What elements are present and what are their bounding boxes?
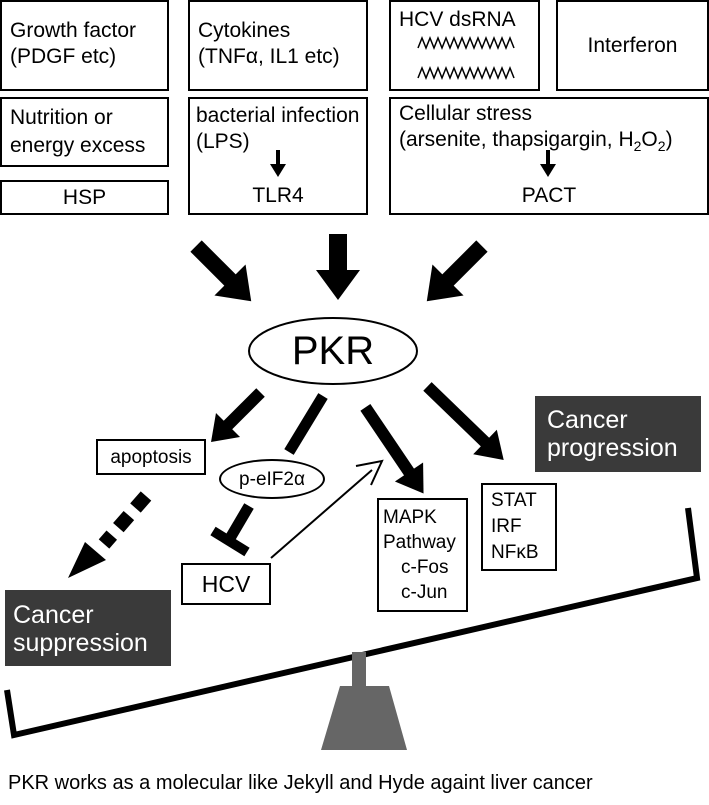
lps-label: (LPS) <box>196 130 250 153</box>
stress-to-pact-arrowhead <box>540 164 556 177</box>
pkr-to-stat-arrow <box>423 382 504 461</box>
cytokines-box: Cytokines (TNFα, IL1 etc) <box>188 0 368 91</box>
hcv-label: HCV <box>201 571 251 597</box>
cancer-progression-line2: progression <box>547 434 678 462</box>
pkr-to-apoptosis-arrow <box>211 388 265 442</box>
input-arrow-right <box>426 240 488 302</box>
bacterial-infection-label: bacterial infection <box>196 104 360 127</box>
cellular-stress-label: Cellular stress <box>399 102 533 125</box>
pact-label: PACT <box>521 184 577 207</box>
peif2a-node: p-eIF2α <box>219 459 325 499</box>
h2o2-subscript-1: 2 <box>633 138 642 155</box>
growth-factor-box: Growth factor (PDGF etc) <box>0 0 169 91</box>
dsrna-strand-icon <box>417 35 515 51</box>
input-arrow-center <box>316 234 360 300</box>
cytokines-example: (TNFα, IL1 etc) <box>198 45 340 68</box>
h2o2-o: O <box>641 128 658 151</box>
hcv-box: HCV <box>181 563 271 605</box>
lps-to-tlr4-arrowhead <box>270 164 286 177</box>
apoptosis-to-suppression-arrowhead <box>68 542 106 578</box>
growth-factor-example: (PDGF etc) <box>10 45 117 68</box>
mapk-box: MAPK Pathway c-Fos c-Jun <box>377 498 468 612</box>
pkr-node <box>248 317 418 385</box>
pkr-to-peif2a-line <box>284 393 328 455</box>
nutrition-label-line2: energy excess <box>10 134 146 157</box>
mapk-label: MAPK <box>383 507 437 528</box>
cellular-stress-examples: (arsenite, thapsigargin, H2O2) <box>399 127 673 159</box>
cancer-suppression-line1: Cancer <box>13 601 94 629</box>
pathway-label: Pathway <box>383 532 456 553</box>
cancer-progression-box: Cancer progression <box>535 396 701 472</box>
hsp-box: HSP <box>0 180 169 215</box>
cancer-suppression-line2: suppression <box>13 629 148 657</box>
hcv-activates-mapk-line <box>270 469 373 559</box>
hsp-label: HSP <box>62 186 107 209</box>
closing-paren: ) <box>665 128 673 151</box>
tlr4-label: TLR4 <box>252 184 304 207</box>
stat-label: STAT <box>491 490 537 511</box>
apoptosis-box: apoptosis <box>96 439 206 475</box>
input-arrow-left <box>190 240 252 302</box>
hcv-activates-mapk-arrowhead <box>355 459 384 486</box>
pkr-to-mapk-arrow <box>360 403 424 494</box>
seesaw-fulcrum <box>321 686 407 750</box>
cancer-suppression-box: Cancer suppression <box>5 590 171 666</box>
growth-factor-label: Growth factor <box>10 19 137 42</box>
cellular-stress-examples-text: (arsenite, thapsigargin, H <box>399 128 634 151</box>
interferon-box: Interferon <box>556 0 709 91</box>
apoptosis-to-suppression-dashed <box>98 491 152 549</box>
nutrition-box: Nutrition or energy excess <box>0 97 169 167</box>
stat-box: STAT IRF NFκB <box>481 483 557 571</box>
peif2a-inhibits-hcv-bar <box>210 526 250 557</box>
dsrna-strand-icon-2 <box>417 65 515 81</box>
irf-label: IRF <box>491 516 522 537</box>
peif2a-inhibits-hcv-line <box>224 503 254 543</box>
nutrition-label-line1: Nutrition or <box>10 106 113 129</box>
interferon-label: Interferon <box>587 34 678 57</box>
figure-caption: PKR works as a molecular like Jekyll and… <box>8 772 593 794</box>
seesaw-post <box>352 652 366 686</box>
c-jun-label: c-Jun <box>401 582 448 603</box>
nfkb-label: NFκB <box>491 542 539 563</box>
h2o2-subscript-2: 2 <box>657 138 666 155</box>
peif2a-label: p-eIF2α <box>239 469 305 490</box>
hcv-dsrna-label: HCV dsRNA <box>399 8 516 31</box>
apoptosis-label: apoptosis <box>110 447 192 468</box>
pkr-label: PKR <box>291 329 375 373</box>
cytokines-label: Cytokines <box>198 19 291 42</box>
c-fos-label: c-Fos <box>401 557 449 578</box>
cancer-progression-line1: Cancer <box>547 406 628 434</box>
